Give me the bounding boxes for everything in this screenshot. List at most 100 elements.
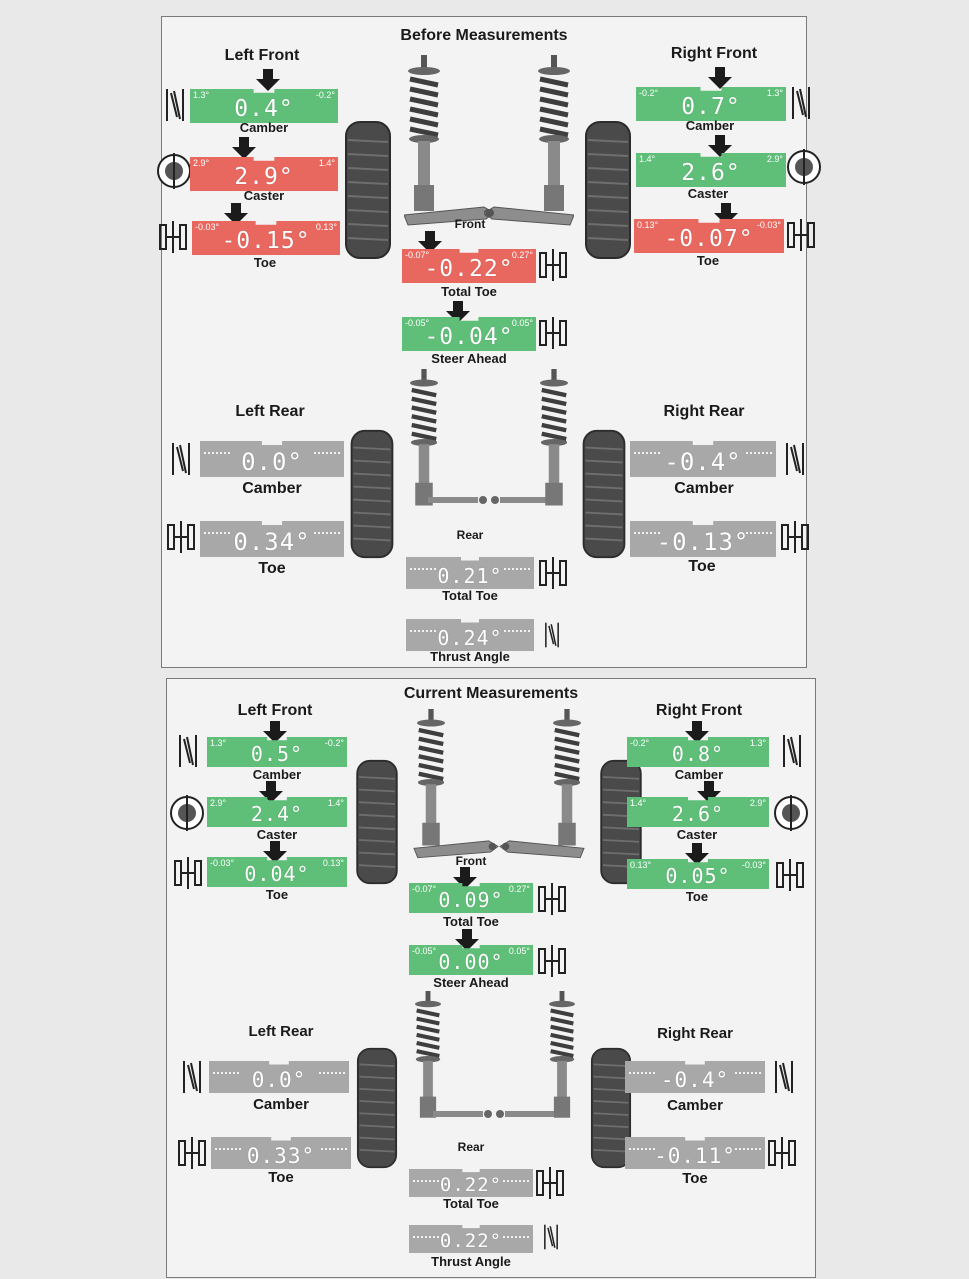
right-rear-label: Right Rear	[663, 403, 745, 420]
rear-total-toe-gauge: 0.22°	[409, 1169, 533, 1197]
right-front-label: Right Front	[655, 702, 743, 719]
caster-target-arrow-icon	[708, 135, 732, 157]
panel-title: Before Measurements	[400, 27, 568, 44]
right-front-toe-gauge: 0.13° -0.03° -0.07°	[634, 219, 784, 253]
left-front-caster-gauge: 2.9° 1.4° 2.4°	[207, 797, 347, 827]
left-front-label: Left Front	[224, 47, 300, 64]
range-min: -0.03°	[195, 222, 220, 232]
camber-value: 0.5°	[250, 742, 304, 766]
camber-value: -0.4°	[664, 448, 742, 476]
toe-icon	[177, 1135, 207, 1171]
toe-target-arrow-icon	[685, 843, 709, 865]
left-front-camber-gauge: 1.3° -0.2° 0.4°	[190, 89, 338, 123]
before-measurements-panel: Before Measurements Left Front 1.3° -0.2…	[161, 16, 807, 668]
left-front-camber-gauge: 1.3° -0.2° 0.5°	[207, 737, 347, 767]
thrust-angle-label: Thrust Angle	[430, 649, 510, 664]
camber-icon	[168, 441, 194, 477]
range-min: -0.03°	[210, 858, 235, 868]
front-total-toe-gauge: -0.07° 0.27° -0.22°	[402, 249, 536, 283]
total-toe-icon	[538, 247, 568, 283]
toe-label: Toe	[268, 1169, 294, 1186]
steer-ahead-target-arrow-icon	[455, 929, 479, 951]
range-max: 2.9°	[749, 798, 766, 808]
caster-target-arrow-icon	[259, 781, 283, 803]
range-max: 0.27°	[508, 884, 530, 894]
rear-axle-label: Rear	[457, 1140, 485, 1154]
toe-target-arrow-icon	[714, 203, 738, 225]
caster-target-arrow-icon	[232, 137, 256, 159]
caster-icon	[786, 149, 822, 185]
right-rear-camber-gauge: -0.4°	[630, 441, 776, 477]
toe-value: -0.07°	[664, 226, 754, 252]
range-min: 1.3°	[210, 738, 227, 748]
rear-axle-label: Rear	[456, 528, 484, 542]
left-rear-label: Left Rear	[235, 403, 305, 420]
toe-icon	[767, 1135, 797, 1171]
range-max: 0.13°	[315, 222, 337, 232]
right-front-caster-gauge: 1.4° 2.9° 2.6°	[636, 153, 786, 187]
thrust-angle-icon	[541, 1219, 561, 1255]
caster-target-arrow-icon	[697, 781, 721, 803]
camber-target-arrow-icon	[685, 721, 709, 743]
steer-ahead-target-arrow-icon	[446, 301, 470, 323]
range-max: -0.2°	[324, 738, 344, 748]
caster-icon	[169, 795, 205, 831]
left-rear-camber-gauge: 0.0°	[200, 441, 344, 477]
range-max: 2.9°	[766, 154, 783, 164]
range-min: -0.2°	[630, 738, 650, 748]
total-toe-label: Total Toe	[443, 914, 499, 929]
thrust-angle-value: 0.22°	[439, 1230, 503, 1252]
left-rear-camber-gauge: 0.0°	[209, 1061, 349, 1093]
range-max: -0.03°	[756, 220, 781, 230]
camber-label: Camber	[674, 767, 724, 782]
steer-ahead-icon	[537, 943, 567, 979]
camber-value: -0.4°	[660, 1068, 730, 1092]
toe-target-arrow-icon	[224, 203, 248, 225]
toe-label: Toe	[696, 253, 720, 268]
camber-label: Camber	[667, 1097, 723, 1114]
caster-value: 2.9°	[234, 164, 294, 190]
camber-icon	[771, 1059, 797, 1095]
range-max: 1.4°	[327, 798, 344, 808]
caster-value: 2.6°	[671, 802, 725, 826]
camber-icon	[179, 1059, 205, 1095]
toe-value: 0.33°	[246, 1144, 316, 1168]
toe-value: 0.04°	[244, 862, 310, 886]
range-max: 1.3°	[749, 738, 766, 748]
thrust-angle-gauge: 0.24°	[406, 619, 534, 651]
steer-ahead-value: -0.04°	[424, 324, 514, 350]
range-min: 1.4°	[639, 154, 656, 164]
steer-ahead-label: Steer Ahead	[431, 351, 507, 366]
right-rear-toe-gauge: -0.11°	[625, 1137, 765, 1169]
range-min: 2.9°	[193, 158, 210, 168]
total-toe-icon	[537, 881, 567, 917]
total-toe-value: 0.09°	[438, 888, 504, 912]
left-front-label: Left Front	[237, 702, 313, 719]
total-toe-label: Total Toe	[442, 588, 498, 603]
front-suspension-illustration	[345, 55, 631, 259]
steer-ahead-gauge: -0.05° 0.05° -0.04°	[402, 317, 536, 351]
right-rear-camber-gauge: -0.4°	[625, 1061, 765, 1093]
total-toe-label: Total Toe	[441, 284, 497, 299]
range-min: 2.9°	[210, 798, 227, 808]
range-min: 1.4°	[630, 798, 647, 808]
total-toe-value: 0.21°	[437, 564, 503, 588]
camber-value: 0.0°	[251, 1068, 307, 1092]
total-toe-value: 0.22°	[439, 1174, 503, 1196]
total-toe-icon	[538, 555, 568, 591]
front-axle-label: Front	[455, 854, 487, 868]
camber-icon	[788, 85, 814, 121]
toe-icon	[173, 855, 203, 891]
camber-label: Camber	[252, 767, 302, 782]
toe-label: Toe	[682, 1170, 708, 1187]
toe-label: Toe	[688, 558, 716, 575]
left-front-toe-gauge: -0.03° 0.13° -0.15°	[192, 221, 340, 255]
total-toe-value: -0.22°	[424, 256, 514, 282]
camber-label: Camber	[674, 480, 734, 497]
right-front-camber-gauge: -0.2° 1.3° 0.7°	[636, 87, 786, 121]
left-front-toe-gauge: -0.03° 0.13° 0.04°	[207, 857, 347, 887]
range-min: -0.07°	[405, 250, 430, 260]
steer-ahead-icon	[538, 315, 568, 351]
caster-label: Caster	[243, 188, 285, 203]
toe-target-arrow-icon	[263, 841, 287, 863]
